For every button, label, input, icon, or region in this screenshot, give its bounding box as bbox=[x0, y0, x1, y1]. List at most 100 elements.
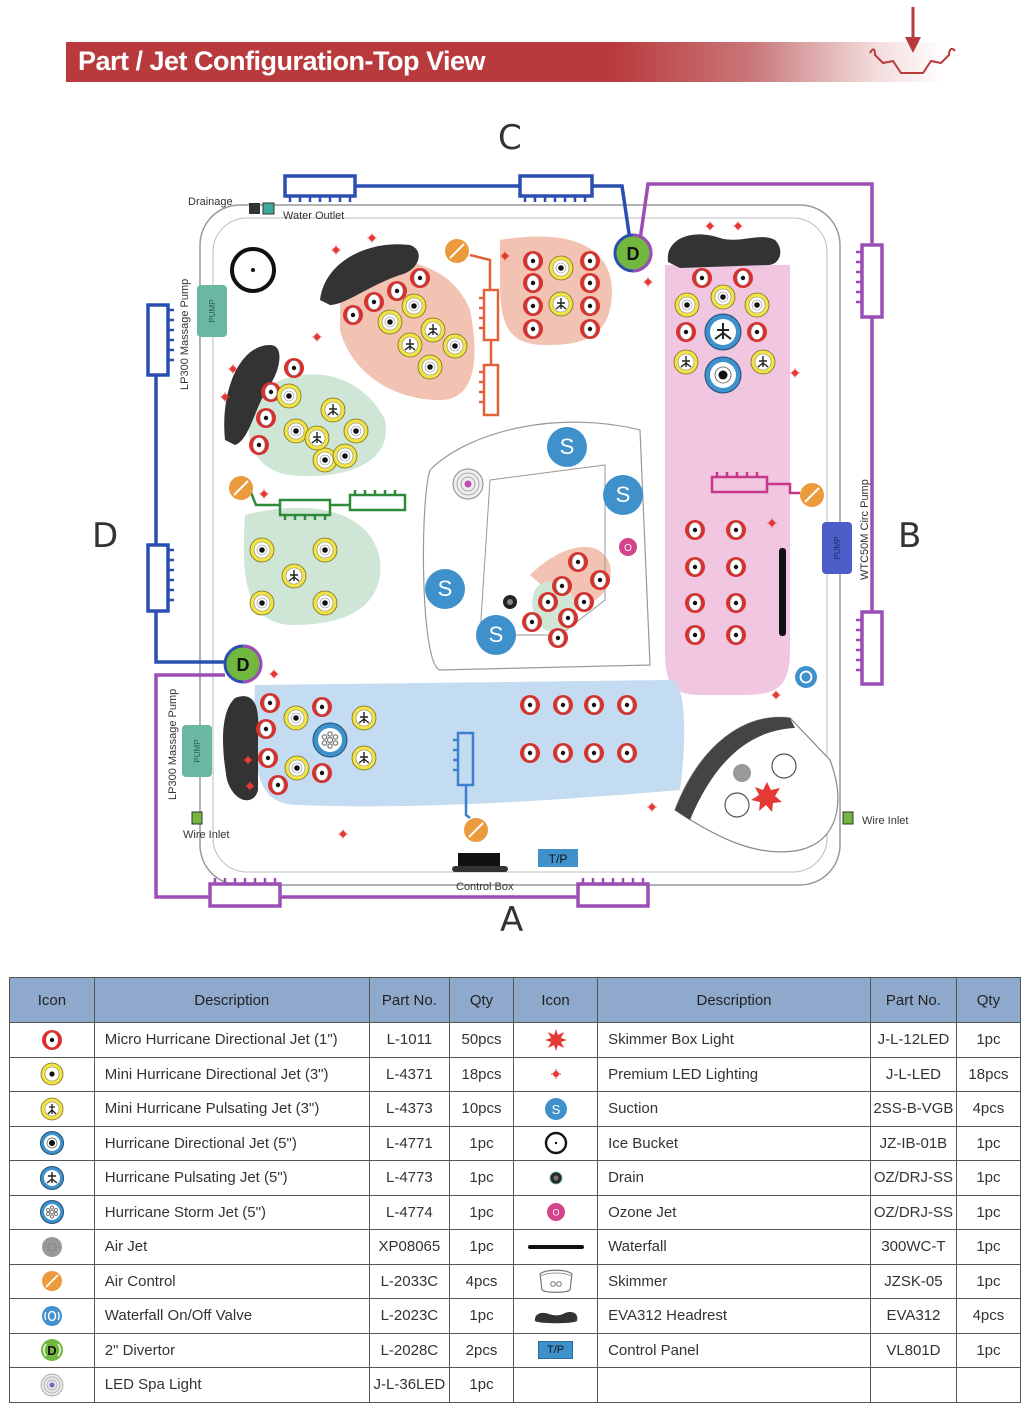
ozone-jet-icon: O bbox=[546, 1203, 565, 1222]
legend-icon-cell bbox=[513, 1229, 599, 1265]
legend-qty: 1pc bbox=[448, 1160, 515, 1196]
legend-description: LED Spa Light bbox=[93, 1367, 370, 1403]
legend-description: Air Jet bbox=[93, 1229, 370, 1265]
mini-jet-icon bbox=[417, 354, 443, 380]
premium-led-icon bbox=[331, 245, 341, 255]
legend-qty: 1pc bbox=[955, 1160, 1022, 1196]
purple-plumbing-line bbox=[154, 182, 884, 908]
header-description-right: Description bbox=[597, 977, 871, 1023]
legend-description: 2" Divertor bbox=[93, 1332, 370, 1368]
legend-qty: 18pcs bbox=[448, 1056, 515, 1092]
legend-part-no: 300WC-T bbox=[869, 1229, 957, 1265]
legend-description: Skimmer bbox=[597, 1263, 871, 1299]
micro-jet-icon bbox=[684, 624, 706, 646]
micro-jet-icon bbox=[547, 627, 569, 649]
legend-icon-cell: S bbox=[513, 1091, 599, 1127]
legend-icon-cell: O bbox=[513, 1194, 599, 1230]
legend-qty: 1pc bbox=[955, 1194, 1022, 1230]
mini-jet-icon bbox=[249, 537, 275, 563]
micro-jet-icon bbox=[283, 357, 305, 379]
waterfall-icon bbox=[779, 548, 786, 636]
legend-description: Waterfall On/Off Valve bbox=[93, 1298, 370, 1334]
drain-icon bbox=[549, 1171, 562, 1185]
green-manifold bbox=[248, 489, 407, 520]
skimmer-box-light-icon bbox=[751, 782, 782, 812]
air-jet-icon bbox=[733, 764, 751, 782]
side-label-left: D bbox=[92, 516, 119, 556]
legend-icon-cell bbox=[513, 1263, 599, 1299]
micro-jet-icon bbox=[522, 250, 544, 272]
mini-pulsating-jet-icon bbox=[351, 705, 377, 731]
divertor-icon: D bbox=[40, 1339, 63, 1362]
mini-hurricane-pulsating-jet-icon bbox=[40, 1097, 64, 1121]
legend-qty: 1pc bbox=[448, 1194, 515, 1230]
hurricane-pulsating-jet-icon bbox=[39, 1165, 64, 1190]
page-title: Part / Jet Configuration-Top View bbox=[78, 46, 486, 76]
legend-icon-cell bbox=[9, 1125, 95, 1161]
micro-jet-icon bbox=[311, 762, 333, 784]
suction-icon bbox=[547, 427, 587, 467]
micro-jet-icon bbox=[583, 694, 605, 716]
legend-icon-cell bbox=[9, 1056, 95, 1092]
micro-jet-icon bbox=[267, 774, 289, 796]
svg-text:Water Outlet: Water Outlet bbox=[283, 210, 344, 222]
legend-qty: 2pcs bbox=[448, 1332, 515, 1368]
legend-qty: 1pc bbox=[448, 1125, 515, 1161]
svg-text:PUMP: PUMP bbox=[833, 536, 842, 559]
legend-qty: 1pc bbox=[955, 1022, 1022, 1058]
legend-part-no: L-4373 bbox=[368, 1091, 451, 1127]
legend-icon-cell bbox=[9, 1194, 95, 1230]
control-panel bbox=[538, 849, 578, 867]
waterfall-icon bbox=[527, 1245, 584, 1250]
blue-manifold bbox=[453, 731, 475, 819]
legend-qty: 18pcs bbox=[955, 1056, 1022, 1092]
legend-qty: 1pc bbox=[448, 1367, 515, 1403]
spa-top-view-diagram: S D bbox=[146, 174, 908, 908]
micro-jet-icon bbox=[521, 611, 543, 633]
micro-jet-icon bbox=[522, 295, 544, 317]
micro-jet-icon bbox=[363, 291, 385, 313]
legend-part-no bbox=[869, 1367, 957, 1403]
micro-jet-icon bbox=[579, 318, 601, 340]
suction-icon: S bbox=[544, 1097, 567, 1120]
micro-jet-icon bbox=[409, 267, 431, 289]
micro-jet-icon bbox=[519, 742, 541, 764]
micro-jet-icon bbox=[732, 267, 754, 289]
micro-jet-icon bbox=[725, 592, 747, 614]
svg-text:Drainage: Drainage bbox=[188, 196, 233, 208]
micro-jet-icon bbox=[579, 272, 601, 294]
legend-icon-cell bbox=[9, 1229, 95, 1265]
legend-qty: 4pcs bbox=[448, 1263, 515, 1299]
svg-text:LP300 Massage Pump: LP300 Massage Pump bbox=[167, 689, 179, 800]
mini-jet-icon bbox=[276, 383, 302, 409]
legend-part-no: L-2023C bbox=[368, 1298, 451, 1334]
legend-icon-cell bbox=[513, 1160, 599, 1196]
legend-part-no: L-4371 bbox=[368, 1056, 451, 1092]
legend-part-no: L-2028C bbox=[368, 1332, 451, 1368]
premium-led-icon bbox=[367, 233, 377, 243]
svg-text:WTC50M Circ Pump: WTC50M Circ Pump bbox=[859, 479, 871, 580]
micro-jet-icon bbox=[684, 556, 706, 578]
legend-part-no: L-2033C bbox=[368, 1263, 451, 1299]
legend-description: Mini Hurricane Directional Jet (3") bbox=[93, 1056, 370, 1092]
micro-jet-icon bbox=[552, 742, 574, 764]
micro-jet-icon bbox=[551, 575, 573, 597]
legend-description: Premium LED Lighting bbox=[597, 1056, 871, 1092]
legend-description: Air Control bbox=[93, 1263, 370, 1299]
legend-qty: 1pc bbox=[955, 1125, 1022, 1161]
ice-bucket-icon bbox=[230, 247, 276, 293]
drainage-outlet bbox=[249, 203, 260, 214]
wtc50m-pump: PUMP bbox=[822, 522, 852, 574]
legend-description: Hurricane Pulsating Jet (5") bbox=[93, 1160, 370, 1196]
micro-jet-icon bbox=[522, 318, 544, 340]
micro-jet-icon bbox=[567, 551, 589, 573]
micro-jet-icon bbox=[311, 696, 333, 718]
mini-jet-icon bbox=[312, 537, 338, 563]
mini-jet-icon bbox=[332, 443, 358, 469]
svg-text:Wire Inlet: Wire Inlet bbox=[862, 815, 908, 827]
premium-led-icon bbox=[647, 802, 657, 812]
air-jet-icon bbox=[41, 1236, 62, 1257]
mini-jet-icon bbox=[674, 292, 700, 318]
legend-row: Micro Hurricane Directional Jet (1")L-10… bbox=[9, 1022, 1022, 1058]
